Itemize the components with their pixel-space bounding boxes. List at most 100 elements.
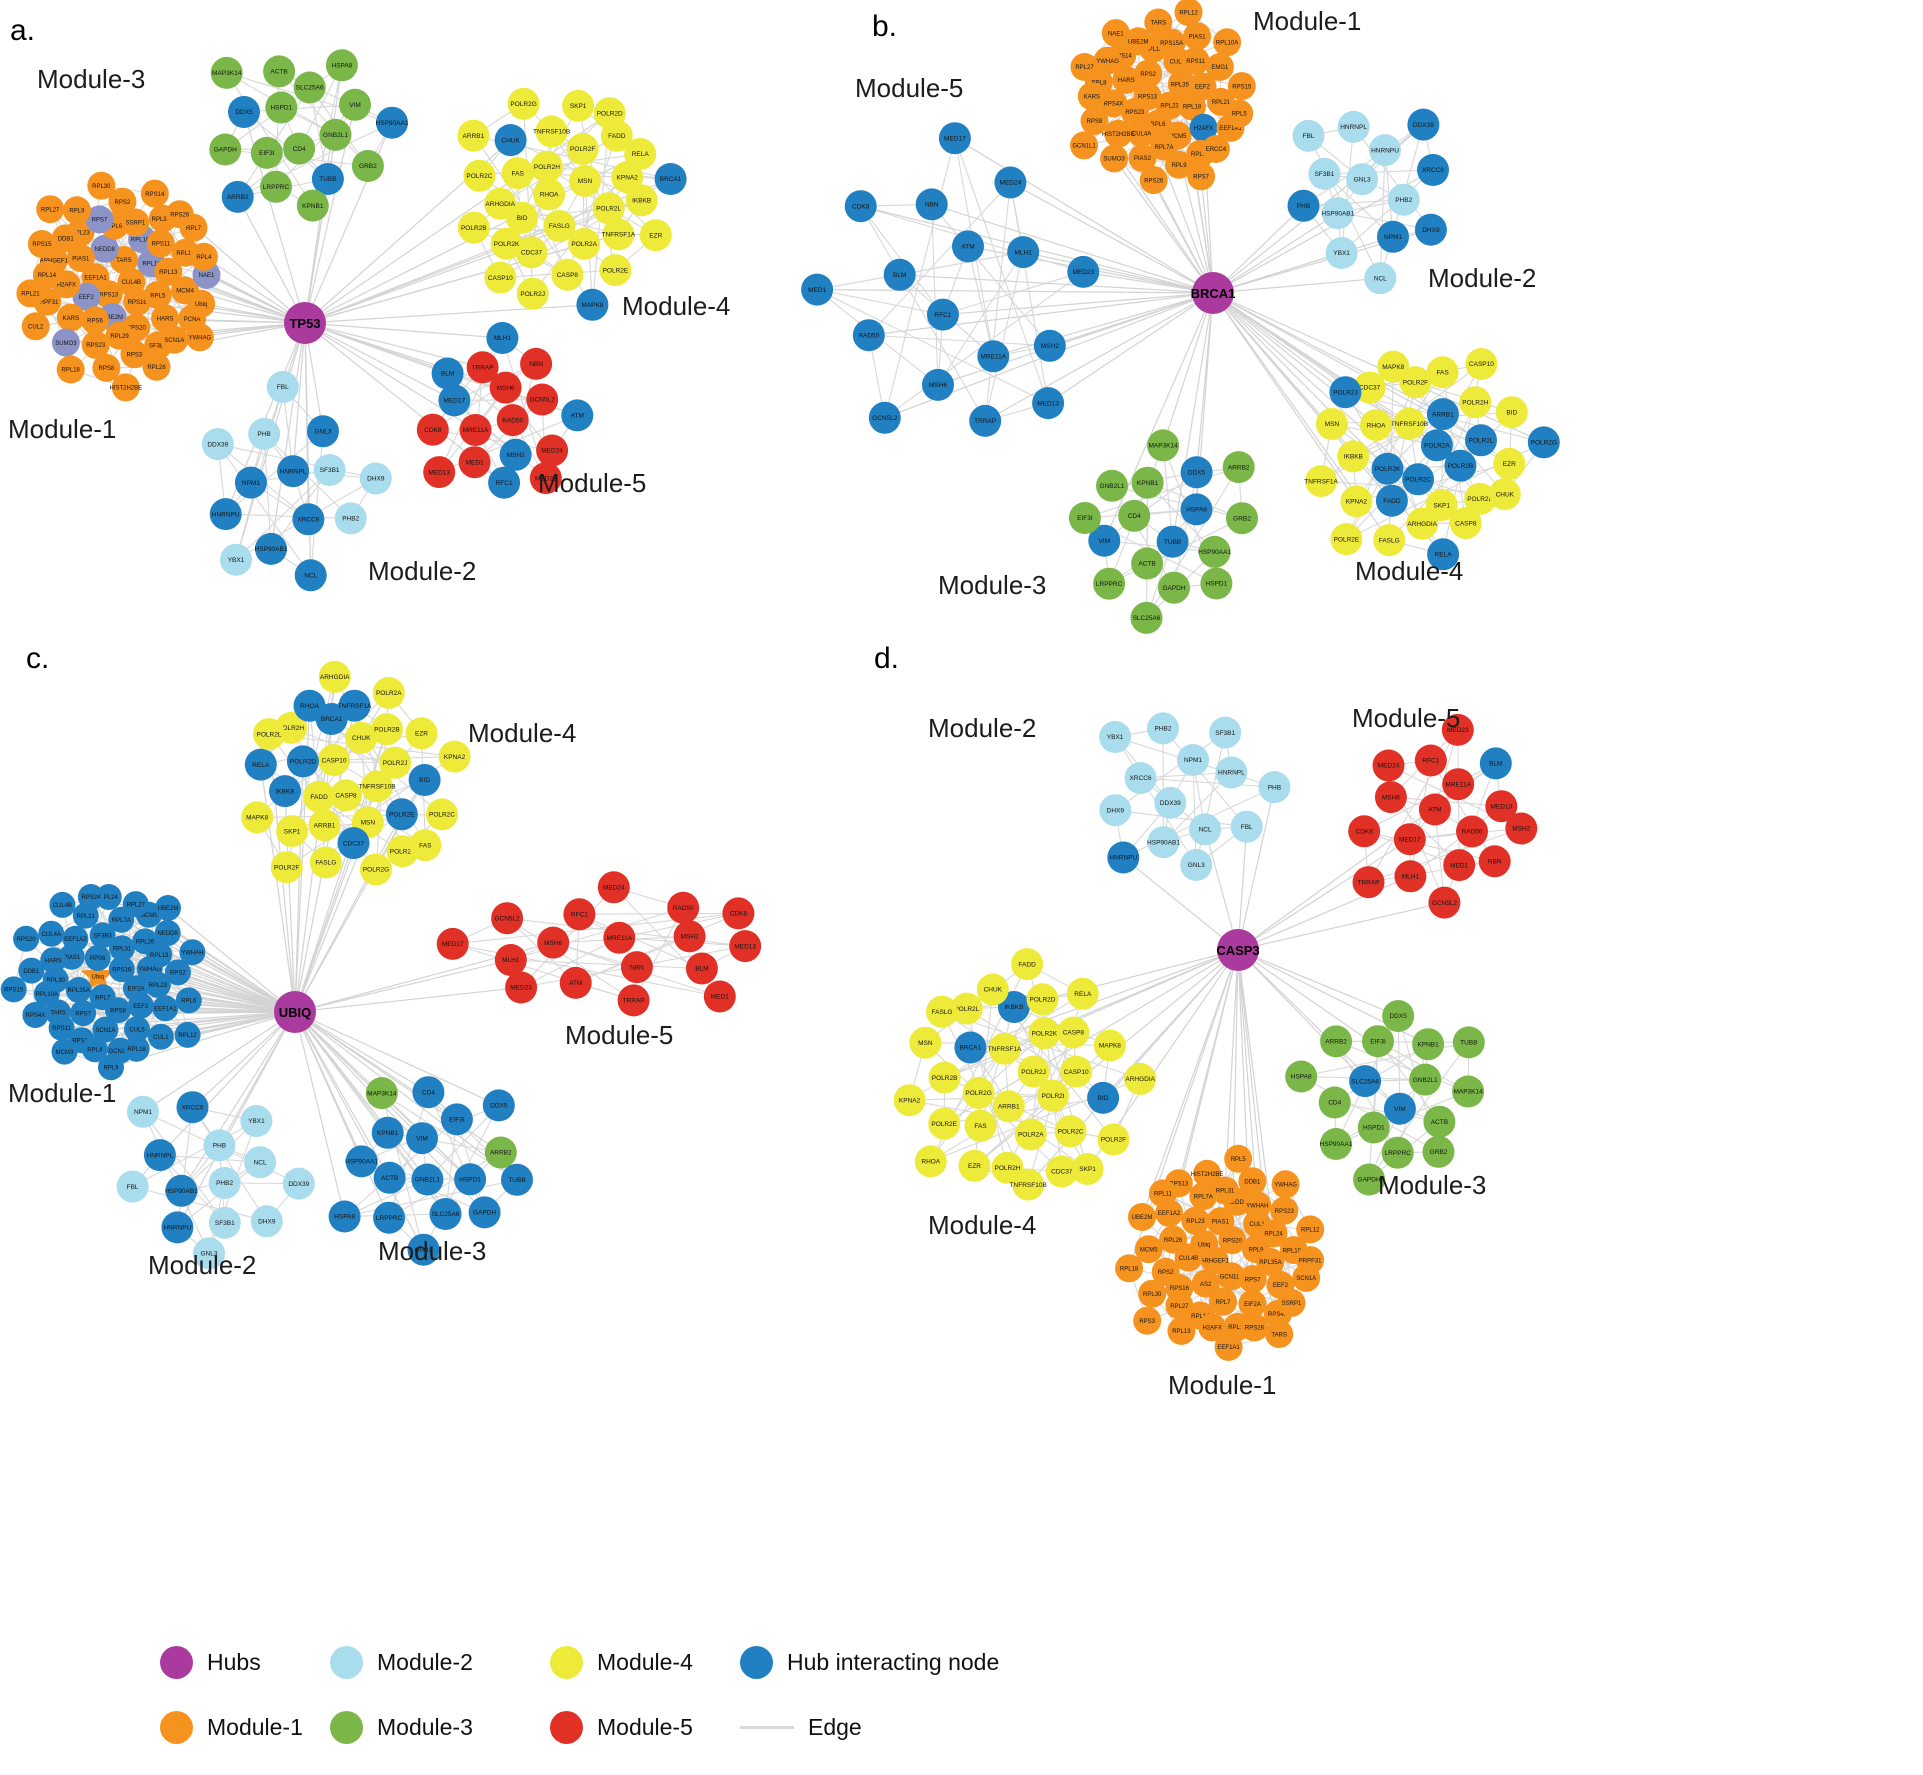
network-node	[1014, 1118, 1047, 1151]
edge	[1364, 830, 1495, 862]
network-node	[1402, 463, 1435, 496]
network-node	[883, 258, 916, 291]
network-node	[16, 279, 45, 308]
network-node	[1265, 1320, 1294, 1349]
network-node	[568, 227, 601, 260]
network-node	[1054, 1115, 1087, 1148]
network-node	[21, 312, 50, 341]
network-node	[209, 498, 242, 531]
network-node	[373, 1161, 406, 1194]
network-node	[1258, 771, 1291, 804]
network-node	[318, 660, 351, 693]
network-node	[1493, 447, 1526, 480]
network-node	[997, 991, 1030, 1023]
network-node	[255, 532, 287, 565]
network-node	[220, 543, 252, 576]
network-node	[40, 947, 67, 974]
network-node	[1128, 144, 1157, 172]
network-node	[1147, 826, 1180, 859]
network-node	[1325, 237, 1358, 269]
network-node	[1189, 113, 1218, 142]
network-node	[893, 1084, 926, 1117]
hub-edge	[294, 1011, 363, 1162]
network-node	[208, 1206, 241, 1239]
network-node	[1112, 65, 1141, 94]
edge	[816, 289, 1049, 404]
network-node	[1139, 166, 1168, 195]
network-node	[1206, 1207, 1235, 1236]
legend-item-hub-interacting-node: Hub interacting node	[740, 1645, 999, 1679]
network-node	[13, 925, 40, 952]
legend-item-hubs: Hubs	[160, 1645, 261, 1679]
network-node	[359, 462, 392, 495]
network-node	[1070, 131, 1098, 160]
edge	[132, 1186, 267, 1222]
network-node	[360, 853, 392, 886]
network-node	[108, 187, 137, 216]
network-node	[406, 1122, 438, 1155]
module-label: Module-1	[1253, 6, 1361, 36]
legend-item-module-2: Module-2	[330, 1645, 473, 1679]
network-node	[958, 1149, 991, 1182]
hub-swatch-icon	[160, 1645, 193, 1679]
network-node	[1442, 768, 1475, 801]
network-node	[1033, 329, 1066, 362]
network-node	[405, 717, 438, 750]
network-node	[1201, 135, 1230, 163]
module-label: Module-4	[1355, 556, 1463, 586]
network-node	[429, 1198, 462, 1230]
network-node	[1159, 1225, 1188, 1254]
edge	[579, 912, 739, 915]
network-node	[1215, 756, 1248, 789]
network-node	[1037, 1079, 1069, 1112]
network-node	[1315, 408, 1348, 440]
network-node	[915, 188, 948, 221]
network-node	[263, 55, 296, 88]
network-node	[1187, 162, 1216, 191]
edge	[432, 363, 537, 431]
network-node	[1240, 1313, 1269, 1342]
edge	[1324, 169, 1434, 175]
network-node	[260, 170, 292, 203]
network-node	[90, 234, 119, 263]
network-node	[1211, 1176, 1240, 1205]
module-label: Module-1	[8, 414, 116, 444]
interacting-swatch-icon	[740, 1645, 773, 1679]
network-node	[87, 171, 116, 200]
network-node	[569, 165, 601, 197]
network-node	[276, 815, 309, 848]
network-node	[1165, 150, 1194, 179]
network-node	[1407, 108, 1440, 141]
network-node	[1375, 484, 1408, 517]
network-node	[1377, 350, 1410, 383]
legend-item-edge: Edge	[740, 1710, 862, 1744]
hub-edge	[931, 203, 1214, 294]
network-node	[976, 973, 1009, 1006]
network-node	[1087, 1081, 1120, 1114]
network-node	[484, 1136, 517, 1169]
network-node	[1067, 255, 1100, 288]
network-node	[234, 466, 267, 499]
network-node	[1156, 525, 1189, 558]
hub-edge	[270, 322, 306, 549]
network-node	[208, 1167, 241, 1199]
network-node	[1259, 1219, 1288, 1248]
network-node	[1353, 1163, 1386, 1196]
network-node	[142, 352, 171, 381]
network-node	[1409, 1063, 1442, 1096]
network-node	[1188, 72, 1217, 101]
hub-edge	[1172, 292, 1214, 542]
network-node	[1032, 387, 1065, 420]
network-node	[1285, 1060, 1318, 1093]
network-node	[1158, 571, 1190, 604]
edge	[454, 399, 547, 479]
hub-node	[1217, 929, 1259, 971]
network-node	[122, 891, 149, 918]
edge	[1084, 466, 1239, 519]
network-node	[296, 189, 329, 222]
network-node	[160, 325, 189, 354]
network-node	[1527, 426, 1560, 459]
network-node	[111, 373, 140, 402]
network-node	[1349, 1065, 1382, 1098]
network-node	[253, 718, 285, 751]
